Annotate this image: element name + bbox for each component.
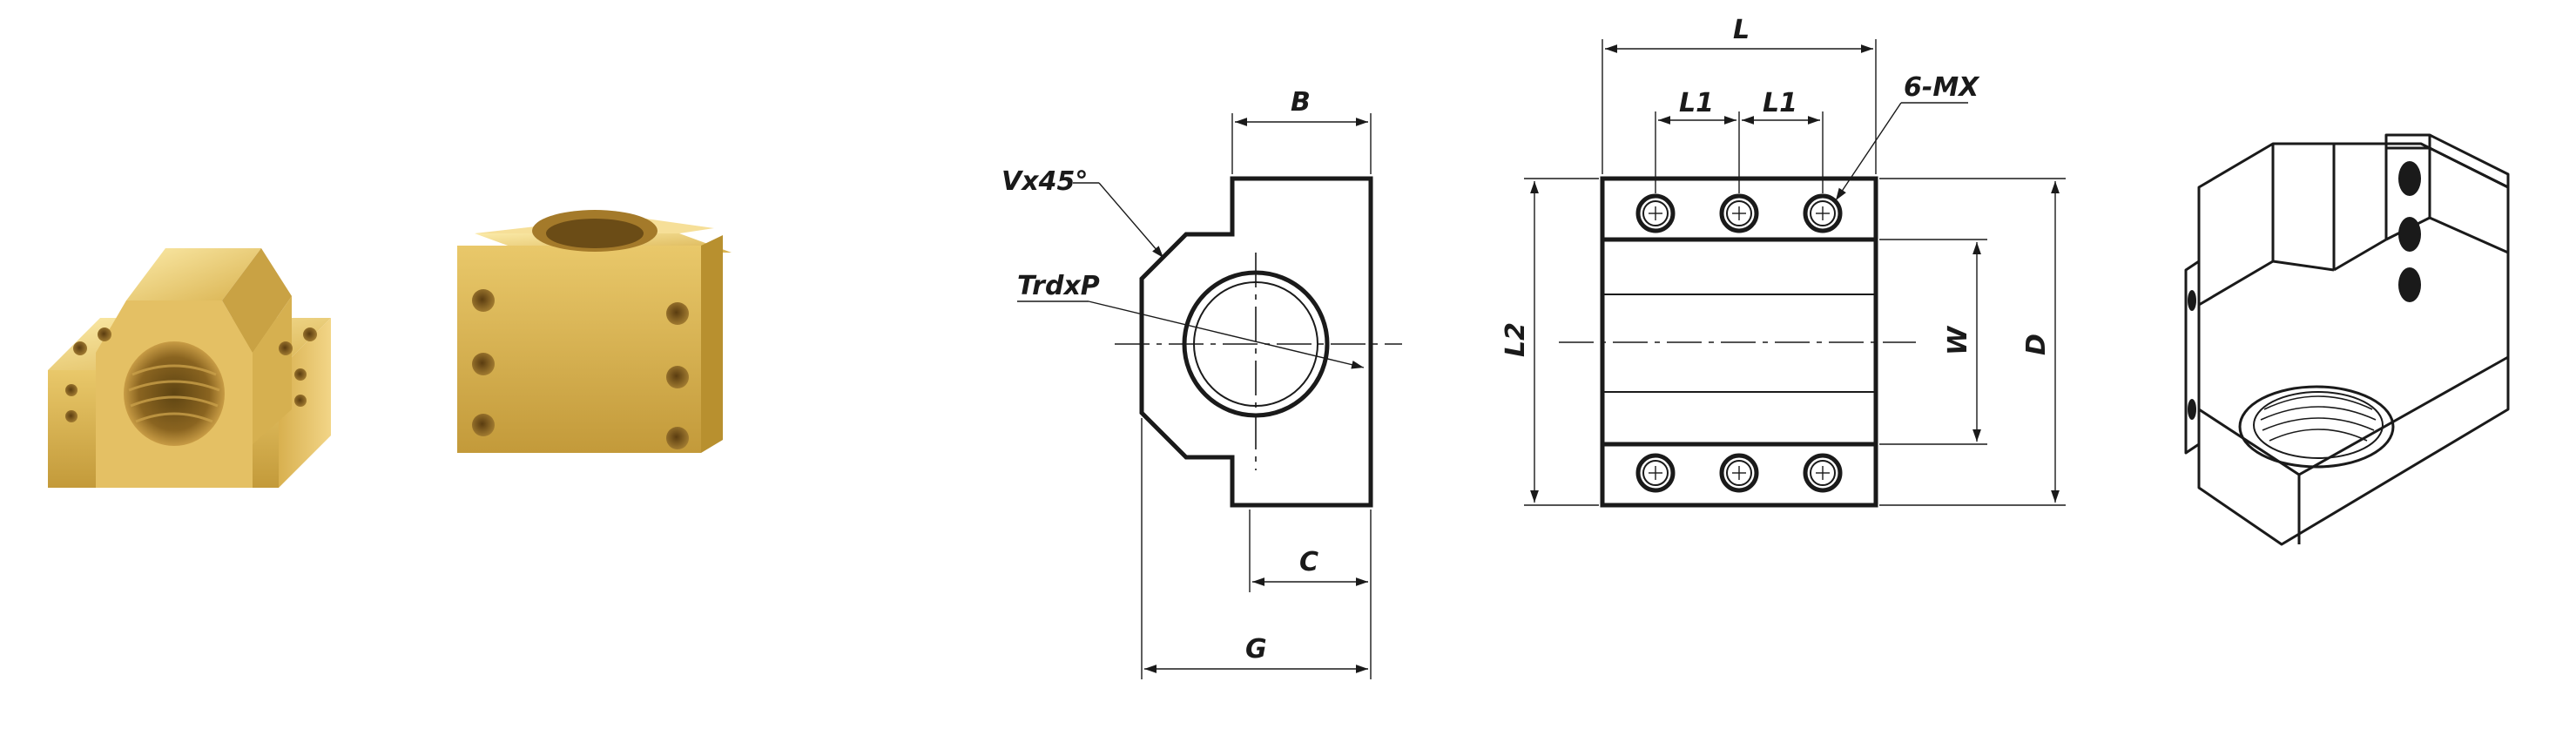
label-g: G bbox=[1245, 634, 1267, 665]
label-l2: L2 bbox=[1500, 322, 1531, 357]
isometric-view bbox=[2184, 133, 2510, 546]
side-view: B C G Vx45° TrdxP bbox=[1001, 87, 1402, 679]
label-holes: 6-MX bbox=[1904, 72, 1980, 103]
label-chamfer: Vx45° bbox=[1001, 166, 1088, 197]
label-d: D bbox=[2021, 334, 2052, 355]
label-thread: TrdxP bbox=[1017, 271, 1100, 301]
bottom-mounting-holes bbox=[1635, 453, 1843, 493]
label-l: L bbox=[1733, 15, 1750, 45]
label-w: W bbox=[1943, 325, 1973, 355]
label-b: B bbox=[1291, 87, 1311, 118]
front-view: L L1 L1 6-MX L2 W D bbox=[1500, 15, 2066, 508]
label-c: C bbox=[1299, 547, 1318, 577]
label-l1-right: L1 bbox=[1763, 88, 1797, 118]
brass-nut-block-photo-front bbox=[48, 248, 331, 488]
brass-nut-block-photo-top bbox=[457, 210, 732, 453]
label-l1-left: L1 bbox=[1679, 88, 1714, 118]
top-mounting-holes bbox=[1635, 193, 1843, 233]
